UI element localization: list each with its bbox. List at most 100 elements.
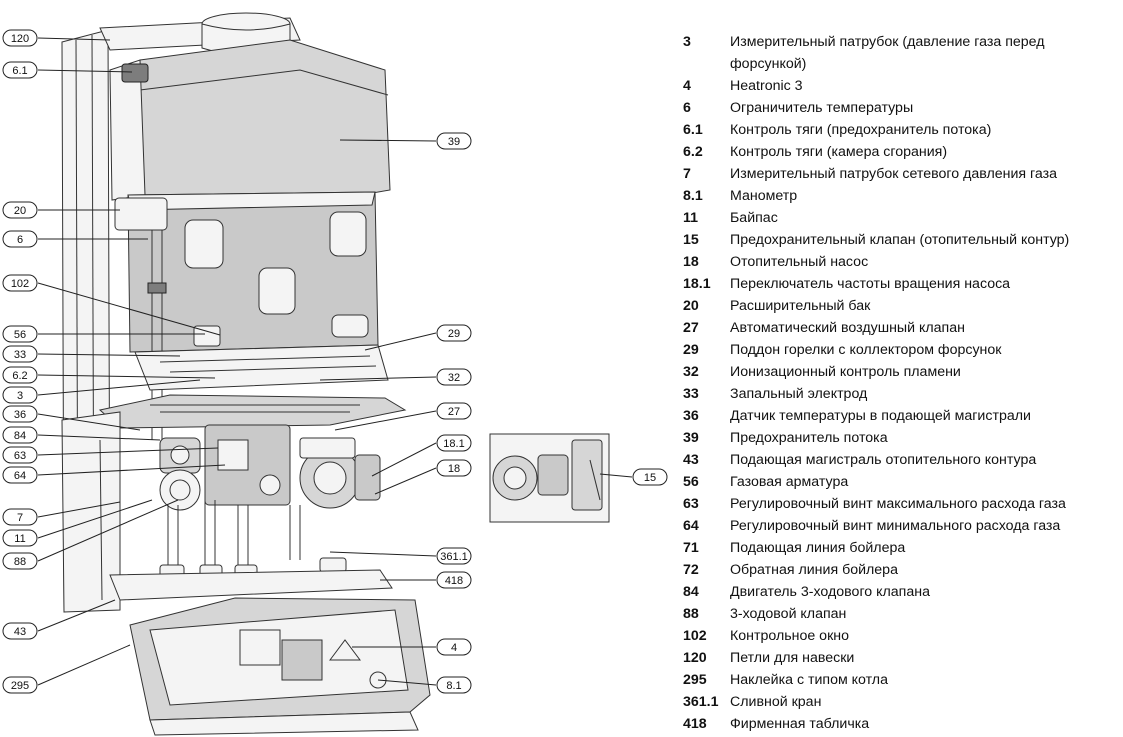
legend-description: Запальный электрод: [730, 386, 868, 402]
callout-label: 15: [644, 472, 656, 484]
boiler-diagram: 1206.1392061025629336.232336278418.16364…: [2, 12, 668, 736]
legend-number: 120: [683, 650, 707, 666]
callout-3: 3: [2, 386, 38, 404]
legend-number: 71: [683, 540, 699, 556]
callout-39: 39: [436, 132, 472, 150]
callout-label: 36: [14, 409, 26, 421]
callout-label: 20: [14, 205, 26, 217]
callout-88: 88: [2, 552, 38, 570]
callout-15: 15: [632, 468, 668, 486]
legend-description: Петли для навески: [730, 650, 855, 666]
legend-description: Переключатель частоты вращения насоса: [730, 276, 1011, 292]
callout-box: [2, 325, 38, 343]
callout-label: 18.1: [443, 438, 464, 450]
legend-number: 33: [683, 386, 699, 402]
callout-box: [2, 622, 38, 640]
legend-item: 15 Предохранительный клапан (отопительный…: [683, 229, 1118, 251]
legend-number: 39: [683, 430, 699, 446]
callout-box: [2, 61, 38, 79]
callout-box: [2, 466, 38, 484]
callout-29: 29: [436, 324, 472, 342]
legend-number: 4: [683, 78, 691, 94]
callout-56: 56: [2, 325, 38, 343]
callout-63: 63: [2, 446, 38, 464]
legend-number: 36: [683, 408, 699, 424]
callout-6-1: 6.1: [2, 61, 38, 79]
legend-description: Обратная линия бойлера: [730, 562, 898, 578]
legend-description: Фирменная табличка: [730, 716, 870, 732]
callout-box: [436, 676, 472, 694]
callout-label: 56: [14, 329, 26, 341]
legend-description: Подающая линия бойлера: [730, 540, 906, 556]
callout-120: 120: [2, 29, 38, 47]
legend-description: 3-ходовой клапан: [730, 606, 847, 622]
legend-description: Двигатель 3-ходового клапана: [730, 584, 930, 600]
callout-label: 295: [11, 680, 29, 692]
inset-detail: [489, 433, 610, 523]
leader-lines: [37, 37, 633, 686]
legend-item: 120 Петли для навески: [683, 647, 1118, 669]
legend-description: Контроль тяги (камера сгорания): [730, 144, 948, 160]
callout-label: 33: [14, 349, 26, 361]
legend-number: 84: [683, 584, 699, 600]
legend-item: 418 Фирменная табличка: [683, 713, 1118, 735]
callout-box: [2, 386, 38, 404]
callout-18: 18: [436, 459, 472, 477]
legend-number: 6: [683, 100, 691, 116]
legend-description: Предохранитель потока: [730, 430, 888, 446]
callout-label: 43: [14, 626, 26, 638]
callout-label: 63: [14, 450, 26, 462]
legend-description: Ограничитель температуры: [730, 100, 914, 116]
legend-number: 64: [683, 518, 699, 534]
callout-box: [2, 446, 38, 464]
legend-number: 102: [683, 628, 707, 644]
callout-label: 11: [14, 533, 25, 545]
legend-number: 6.1: [683, 122, 703, 138]
legend-number: 3: [683, 34, 691, 50]
callout-418: 418: [436, 571, 472, 589]
legend-item: 71 Подающая линия бойлера: [683, 537, 1118, 559]
callout-label: 64: [14, 470, 26, 482]
callout-label: 27: [448, 406, 460, 418]
callout-label: 6: [17, 234, 23, 246]
legend-description: Поддон горелки с коллектором форсунок: [730, 342, 1002, 358]
legend-number: 418: [683, 716, 707, 732]
callout-box: [436, 132, 472, 150]
legend-description: Контроль тяги (предохранитель потока): [730, 122, 992, 138]
legend-description: Расширительный бак: [730, 298, 871, 314]
callout-361-1: 361.1: [436, 547, 472, 565]
legend-description: Байпас: [730, 210, 778, 226]
legend-description: Подающая магистраль отопительного контур…: [730, 452, 1037, 468]
callout-box: [2, 676, 38, 694]
callout-label: 102: [11, 278, 29, 290]
callout-label: 7: [17, 512, 23, 524]
callout-label: 8.1: [446, 680, 461, 692]
callout-label: 6.2: [12, 370, 27, 382]
callout-20: 20: [2, 201, 38, 219]
callout-box: [436, 402, 472, 420]
legend-number: 8.1: [683, 188, 703, 204]
callout-43: 43: [2, 622, 38, 640]
callout-box: [436, 638, 472, 656]
callout-6: 6: [2, 230, 38, 248]
callout-32: 32: [436, 368, 472, 386]
callout-295: 295: [2, 676, 38, 694]
callout-4: 4: [436, 638, 472, 656]
legend-number: 15: [683, 232, 699, 248]
callout-6-2: 6.2: [2, 366, 38, 384]
legend-description: Предохранительный клапан (отопительный к…: [730, 232, 1070, 248]
callout-11: 11: [2, 529, 38, 547]
